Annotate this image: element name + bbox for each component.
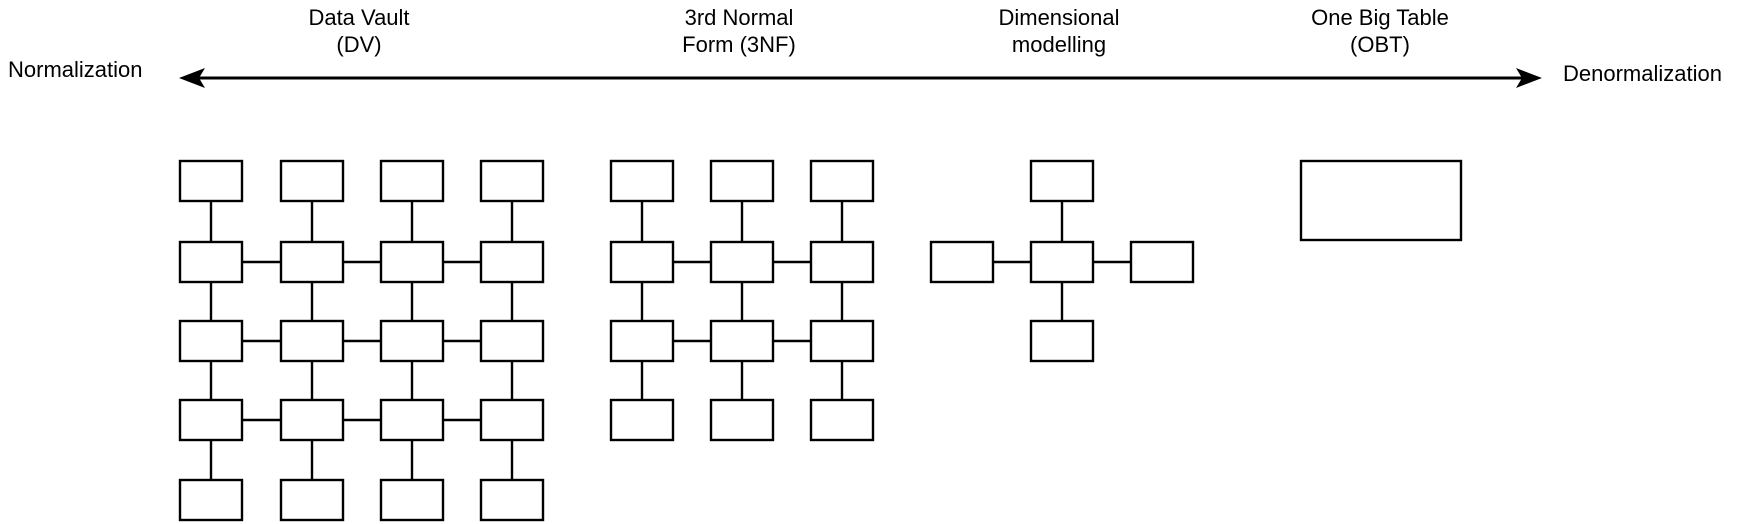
group-title-line: (OBT) <box>1350 32 1410 57</box>
dimensional-modelling-table-box <box>1029 319 1095 363</box>
third-normal-form-table-box <box>609 240 675 284</box>
data-vault-table-box <box>379 240 445 284</box>
third-normal-form-table-box <box>609 159 675 203</box>
group-title-line: Form (3NF) <box>682 32 796 57</box>
group-title-line: Data Vault <box>308 5 410 30</box>
third-normal-form-table-box <box>609 319 675 363</box>
data-vault-table-box <box>279 398 345 442</box>
data-vault-table-box <box>379 398 445 442</box>
group-title-line: Dimensional <box>998 5 1120 30</box>
group-title-line: 3rd Normal <box>684 5 794 30</box>
spectrum-arrow-head-right <box>1516 68 1542 88</box>
group-title-one-big-table: One Big Table (OBT) <box>1311 4 1449 58</box>
data-vault-table-box <box>178 319 244 363</box>
data-vault-table-box <box>479 319 545 363</box>
data-vault-table-box <box>479 478 545 522</box>
third-normal-form-table-box <box>609 398 675 442</box>
normalization-label: Normalization <box>8 57 143 82</box>
data-vault-table-box <box>479 159 545 203</box>
dimensional-modelling-table-box <box>929 240 995 284</box>
third-normal-form-table-box <box>709 319 775 363</box>
third-normal-form-table-box <box>809 159 875 203</box>
data-vault-table-box <box>178 240 244 284</box>
data-vault-table-box <box>279 240 345 284</box>
data-vault-table-box <box>379 478 445 522</box>
third-normal-form-table-box <box>809 319 875 363</box>
one-big-table-table-box <box>1299 159 1463 242</box>
data-vault-table-box <box>178 159 244 203</box>
dimensional-modelling-table-box <box>1029 159 1095 203</box>
data-vault-table-box <box>279 478 345 522</box>
data-vault-table-box <box>178 398 244 442</box>
group-title-line: One Big Table <box>1311 5 1449 30</box>
dimensional-modelling-table-box <box>1129 240 1195 284</box>
third-normal-form-table-box <box>809 398 875 442</box>
group-title-dimensional-modelling: Dimensional modelling <box>998 4 1119 58</box>
data-vault-table-box <box>279 319 345 363</box>
data-vault-table-box <box>178 478 244 522</box>
dimensional-modelling-table-box <box>1029 240 1095 284</box>
third-normal-form-table-box <box>709 159 775 203</box>
third-normal-form-table-box <box>709 240 775 284</box>
data-vault-table-box <box>379 159 445 203</box>
group-title-data-vault: Data Vault (DV) <box>308 4 409 58</box>
data-vault-table-box <box>279 159 345 203</box>
denormalization-label: Denormalization <box>1563 61 1722 86</box>
data-vault-table-box <box>479 240 545 284</box>
spectrum-arrow-head-left <box>179 68 205 88</box>
group-title-line: (DV) <box>336 32 382 57</box>
data-vault-table-box <box>479 398 545 442</box>
third-normal-form-table-box <box>809 240 875 284</box>
data-vault-table-box <box>379 319 445 363</box>
group-title-3nf: 3rd Normal Form (3NF) <box>682 4 796 58</box>
third-normal-form-table-box <box>709 398 775 442</box>
group-title-line: modelling <box>1011 32 1107 57</box>
